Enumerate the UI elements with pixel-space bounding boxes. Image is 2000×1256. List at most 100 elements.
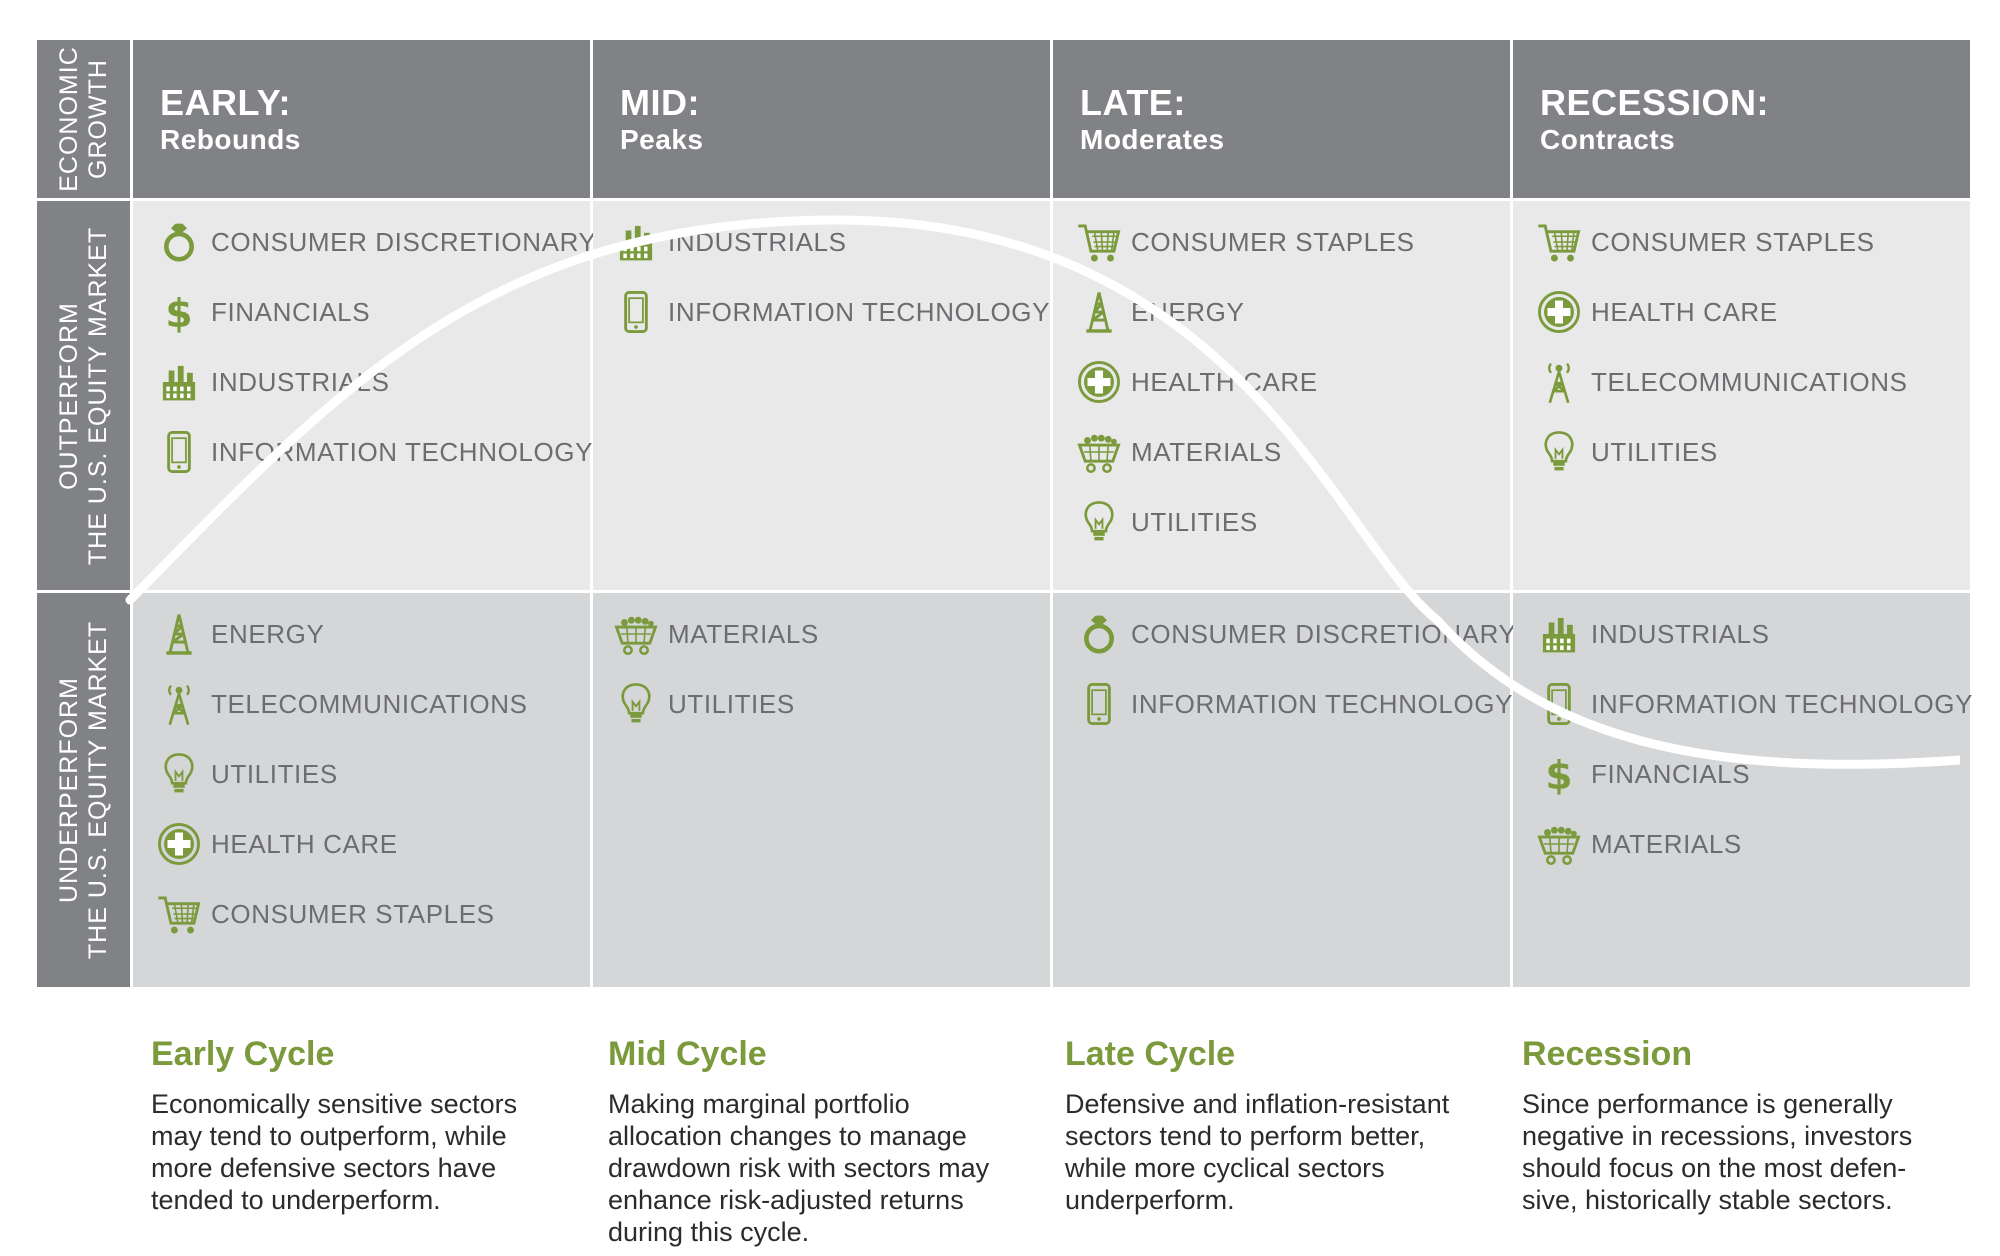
ore-cart-icon	[1533, 819, 1585, 869]
sector-item: TELECOMMUNICATIONS	[1533, 357, 1908, 407]
cycle-text-line: Defensive and inflation-resistant	[1065, 1089, 1450, 1119]
lightbulb-icon	[1073, 497, 1125, 547]
sector-label: TELECOMMUNICATIONS	[211, 688, 528, 719]
sector-label: INFORMATION TECHNOLOGY	[211, 436, 594, 467]
medical-cross-icon	[1533, 287, 1585, 337]
sector-item: $FINANCIALS	[153, 287, 370, 337]
sector-label: INDUSTRIALS	[668, 226, 847, 257]
sector-item: CONSUMER STAPLES	[153, 889, 495, 939]
cycle-text-line: tended to underperform.	[151, 1185, 441, 1215]
cycle-text-line: Since performance is generally	[1522, 1089, 1893, 1119]
sector-label: HEALTH CARE	[211, 828, 398, 859]
sector-item: INDUSTRIALS	[610, 217, 847, 267]
sector-label: MATERIALS	[1131, 436, 1282, 467]
sector-item: CONSUMER STAPLES	[1073, 217, 1415, 267]
cell-tower-icon	[153, 679, 205, 729]
svg-text:$: $	[165, 292, 192, 335]
cycle-text-line: should focus on the most defen-	[1522, 1153, 1907, 1183]
dollar-icon: $	[153, 287, 205, 337]
ore-cart-icon	[1073, 427, 1125, 477]
sector-label: HEALTH CARE	[1591, 296, 1778, 327]
oil-derrick-icon	[1073, 287, 1125, 337]
sector-item: CONSUMER DISCRETIONARY	[153, 217, 596, 267]
medical-cross-icon	[1073, 357, 1125, 407]
sector-label: INDUSTRIALS	[1591, 618, 1770, 649]
row-label-outperform: OUTPERFORM THE U.S. EQUITY MARKET	[37, 201, 130, 590]
row-label-line: ECONOMIC	[54, 46, 83, 192]
sector-label: ENERGY	[211, 618, 325, 649]
sector-label: MATERIALS	[668, 618, 819, 649]
factory-icon	[610, 217, 662, 267]
sector-label: TELECOMMUNICATIONS	[1591, 366, 1908, 397]
row-label-line: THE U.S. EQUITY MARKET	[83, 620, 112, 960]
phase-title: RECESSION:	[1540, 82, 1770, 123]
shopping-cart-icon	[1533, 217, 1585, 267]
phase-title: EARLY:	[160, 82, 292, 123]
sector-item: TELECOMMUNICATIONS	[153, 679, 528, 729]
cycle-title: Early Cycle	[151, 1035, 335, 1073]
outperform-cell: CONSUMER DISCRETIONARY $FINANCIALS INDUSTR…	[133, 201, 596, 590]
sector-label: CONSUMER STAPLES	[1591, 226, 1875, 257]
ore-cart-icon	[610, 609, 662, 659]
sector-label: ENERGY	[1131, 296, 1245, 327]
phase-header: RECESSION: Contracts	[1513, 40, 1970, 198]
cycle-text-line: Economically sensitive sectors	[151, 1089, 518, 1119]
sector-label: CONSUMER STAPLES	[211, 898, 495, 929]
sector-item: UTILITIES	[153, 749, 338, 799]
outperform-cell: CONSUMER STAPLES ENERGY HEALTH CARE MATERIA…	[1053, 201, 1510, 590]
sector-item: CONSUMER DISCRETIONARY	[1073, 609, 1516, 659]
sector-label: UTILITIES	[1131, 506, 1258, 537]
sector-item: INFORMATION TECHNOLOGY	[153, 427, 593, 477]
sector-label: FINANCIALS	[1591, 758, 1751, 789]
sector-label: INDUSTRIALS	[211, 366, 390, 397]
phase-header: MID: Peaks	[593, 40, 1050, 198]
sector-item: UTILITIES	[1073, 497, 1258, 547]
sector-label: MATERIALS	[1591, 828, 1742, 859]
sector-item: $ FINANCIALS	[1533, 749, 1750, 799]
sector-item: HEALTH CARE	[1533, 287, 1778, 337]
sector-label: UTILITIES	[211, 758, 338, 789]
sector-label: INFORMATION TECHNOLOGY	[668, 296, 1051, 327]
row-label-line: UNDERPERFORM	[54, 677, 83, 903]
smartphone-icon	[1533, 679, 1585, 729]
row-label-economic-growth: ECONOMIC GROWTH	[37, 40, 130, 198]
phase-title: MID:	[620, 82, 700, 123]
row-label-line: GROWTH	[83, 59, 112, 179]
sector-label: HEALTH CARE	[1131, 366, 1318, 397]
sector-label: CONSUMER DISCRETIONARY	[1131, 618, 1517, 649]
sector-item: UTILITIES	[1533, 427, 1718, 477]
sector-item: MATERIALS	[610, 609, 819, 659]
cycle-text-line: enhance risk-adjusted returns	[608, 1185, 964, 1215]
sector-item: UTILITIES	[610, 679, 795, 729]
row-label-line: OUTPERFORM	[54, 301, 83, 490]
cycle-text-line: while more cyclical sectors	[1065, 1153, 1385, 1183]
outperform-cell: CONSUMER STAPLES HEALTH CARE TELECOMMUNICA…	[1513, 201, 1970, 590]
sector-label: UTILITIES	[1591, 436, 1718, 467]
phase-subtitle: Rebounds	[160, 124, 301, 155]
phase-header: LATE: Moderates	[1053, 40, 1510, 198]
ring-icon	[153, 217, 205, 267]
row-label-underperform: UNDERPERFORM THE U.S. EQUITY MARKET	[37, 593, 130, 987]
sector-item: ENERGY	[1073, 287, 1244, 337]
svg-text:$: $	[1545, 754, 1572, 797]
phase-subtitle: Moderates	[1080, 124, 1225, 155]
sector-item: INFORMATION TECHNOLOGY	[1073, 679, 1513, 729]
sector-item: HEALTH CARE	[1073, 357, 1318, 407]
cycle-text-line: allocation changes to manage	[608, 1121, 967, 1151]
sector-item: INDUSTRIALS	[1533, 609, 1770, 659]
cycle-text-line: Making marginal portfolio	[608, 1089, 910, 1119]
cycle-title: Recession	[1522, 1035, 1693, 1073]
dollar-icon: $	[1533, 749, 1585, 799]
sector-item: MATERIALS	[1533, 819, 1742, 869]
lightbulb-icon	[153, 749, 205, 799]
medical-cross-icon	[153, 819, 205, 869]
sector-item: ENERGY	[153, 609, 324, 659]
cycle-title: Late Cycle	[1065, 1035, 1236, 1073]
